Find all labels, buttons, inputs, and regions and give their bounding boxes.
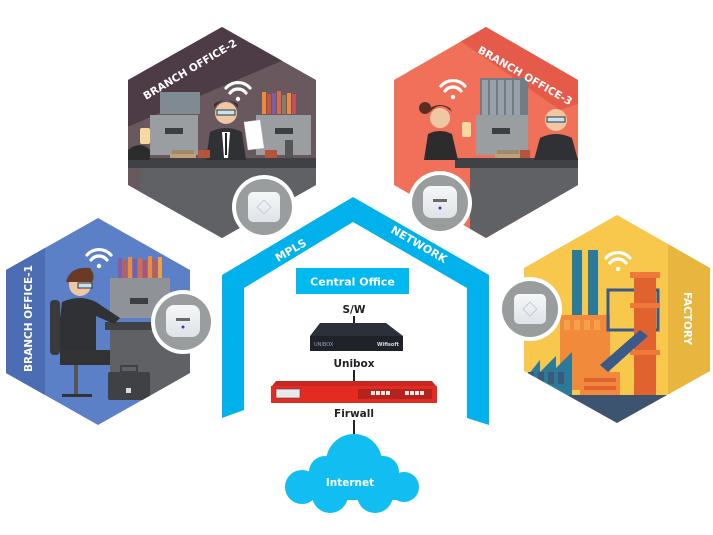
site-branch-office-2: BRANCH OFFICE-2 <box>128 27 316 238</box>
wifi-icon <box>604 251 632 272</box>
unibox-label: Unibox <box>333 358 374 370</box>
cloud-icon <box>285 434 419 513</box>
central-office-box <box>296 268 409 294</box>
access-point-branch-office-1 <box>151 290 215 354</box>
wifi-icon <box>85 248 113 269</box>
site-label: FACTORY <box>681 292 693 345</box>
access-point-factory <box>498 277 562 341</box>
wifisoft-brand: Wifisoft <box>377 342 400 348</box>
internet-cloud: Internet <box>285 434 419 513</box>
unibox-brand: UNIBOX <box>314 342 334 348</box>
unibox-device: UNIBOX Wifisoft <box>310 323 403 351</box>
access-point-branch-office-3 <box>408 171 472 235</box>
wifi-icon <box>224 81 252 102</box>
internet-label: Internet <box>326 477 374 489</box>
site-label: BRANCH OFFICE-1 <box>23 265 35 372</box>
central-office: Central Office S/W UNIBOX Wifisoft Unibo… <box>271 268 437 434</box>
firewall-device <box>271 381 437 403</box>
wifi-icon <box>439 79 467 100</box>
switch-label: S/W <box>343 304 366 316</box>
access-point-branch-office-2 <box>232 175 296 239</box>
central-office-label: Central Office <box>310 276 395 289</box>
firewall-label: Firwall <box>334 408 374 420</box>
